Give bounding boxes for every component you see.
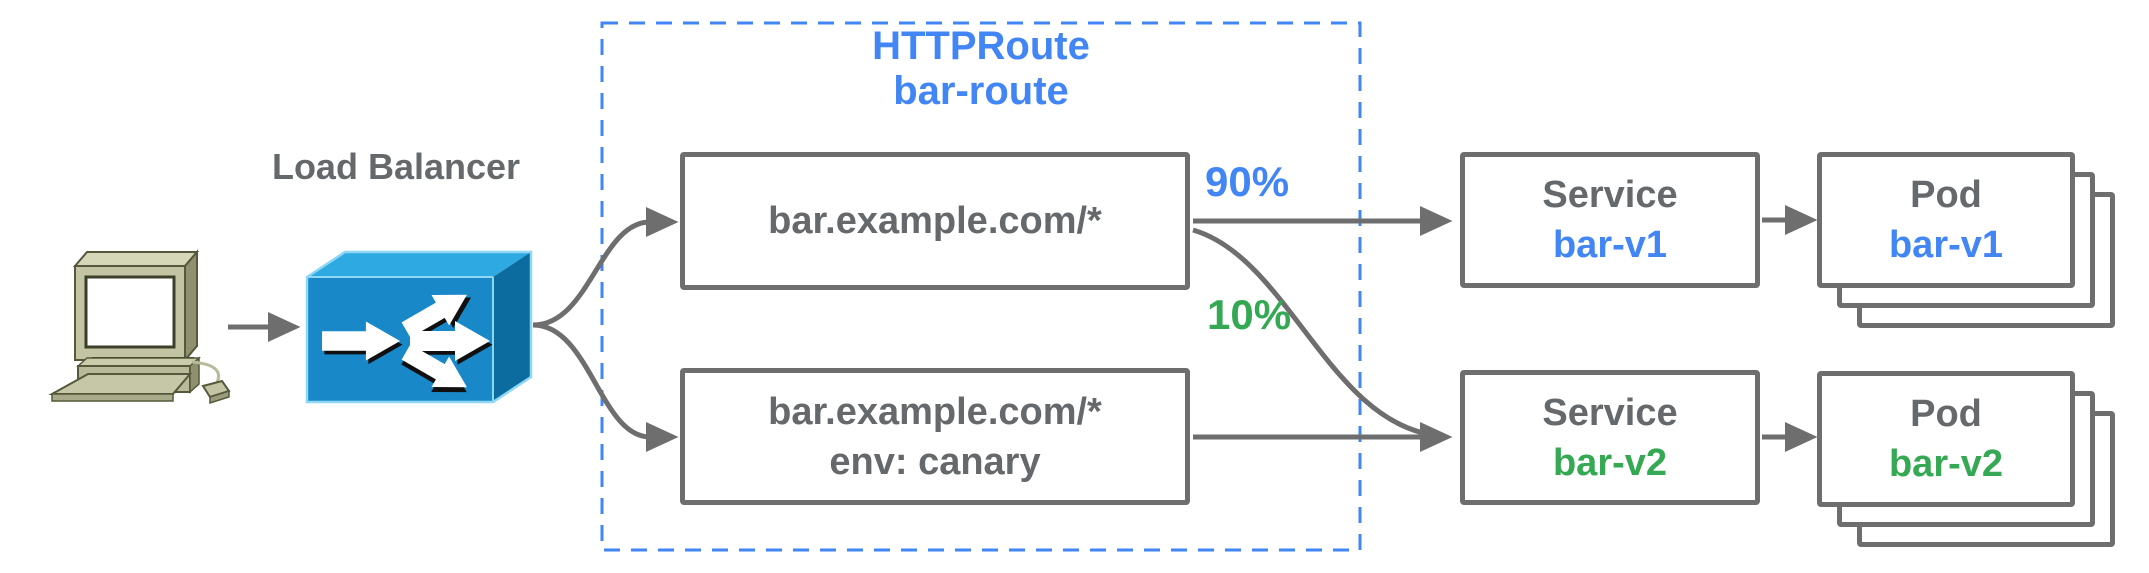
monitor-side-face xyxy=(184,249,198,363)
pod-bar-v2-box: Pod bar-v2 xyxy=(1817,371,2075,507)
pod-type-label: Pod xyxy=(1910,393,1982,435)
service-name: bar-v2 xyxy=(1552,441,1668,484)
lb-inner-edges xyxy=(307,276,494,402)
httproute-dashed-container xyxy=(600,21,1362,552)
service-type-label: Service xyxy=(1542,391,1678,434)
arrow-rule1-to-service-bar-v2-curve xyxy=(1192,227,1443,439)
arrow-loadbalancer-to-rule2 xyxy=(532,322,679,452)
service-bar-v2-box: Service bar-v2 xyxy=(1460,370,1760,505)
monitor-screen xyxy=(84,275,176,349)
route-rule1-match: bar.example.com/* xyxy=(768,200,1102,242)
route-rule2-match: bar.example.com/* xyxy=(768,390,1102,433)
keyboard-front xyxy=(51,393,174,402)
monitor-top-face xyxy=(72,251,200,267)
httproute-kind: HTTPRoute xyxy=(872,24,1090,68)
route-rule1-box: bar.example.com/* xyxy=(680,152,1190,290)
base-top xyxy=(76,357,201,367)
service-bar-v1-box: Service bar-v1 xyxy=(1460,152,1760,288)
route-rule2-box: bar.example.com/* env: canary xyxy=(680,368,1190,505)
mouse-front xyxy=(209,389,230,405)
service-name: bar-v1 xyxy=(1552,224,1668,266)
pod-name: bar-v1 xyxy=(1888,224,2004,266)
pod-type-label: Pod xyxy=(1910,174,1982,216)
load-balancer-icon xyxy=(305,250,533,408)
lb-top-face xyxy=(307,252,531,277)
lb-side-face xyxy=(493,252,531,402)
pod-name: bar-v2 xyxy=(1888,443,2004,485)
keyboard-top xyxy=(48,373,193,395)
pod-bar-v2-stack: Pod bar-v2 xyxy=(1817,371,2115,547)
pod-bar-v1-box: Pod bar-v1 xyxy=(1817,152,2075,288)
load-balancer-label: Load Balancer xyxy=(271,146,521,187)
lb-edge-highlight xyxy=(305,250,533,404)
httproute-title: HTTPRoute bar-route xyxy=(602,24,1360,114)
service-type-label: Service xyxy=(1542,174,1678,216)
arrow-loadbalancer-to-rule1 xyxy=(532,207,679,328)
base-side xyxy=(189,356,200,394)
httproute-name: bar-route xyxy=(893,69,1069,113)
pod-bar-v1-stack: Pod bar-v1 xyxy=(1817,152,2115,328)
weight-90-label: 90% xyxy=(1205,158,1290,205)
route-rule2-header-match: env: canary xyxy=(829,440,1041,483)
client-computer-icon xyxy=(48,249,231,405)
weight-10-label: 10% xyxy=(1207,291,1292,338)
